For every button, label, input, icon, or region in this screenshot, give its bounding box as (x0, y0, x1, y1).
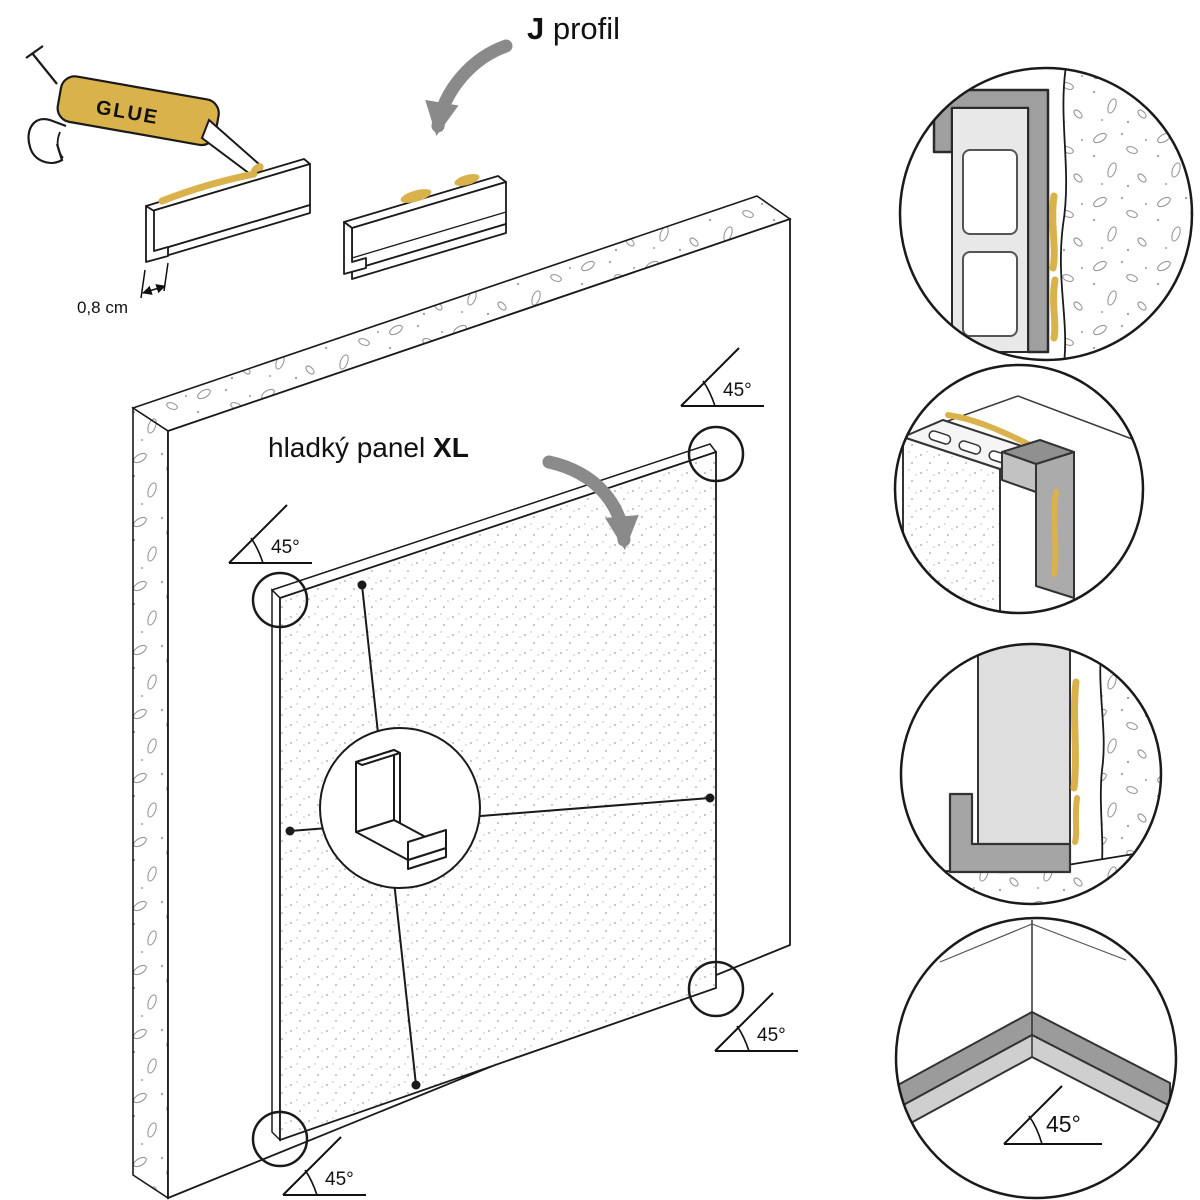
panel-label-bold: XL (433, 432, 469, 463)
corner-circle-bottom-left (251, 1110, 309, 1168)
glue-bead (945, 412, 1033, 448)
corner-circle-top-right (687, 425, 745, 483)
j-profile-glued (145, 158, 311, 263)
detail-edge-profile (896, 366, 1142, 612)
gun-plunger-rod (31, 52, 58, 85)
panel-arrow (542, 455, 639, 551)
detail-bottom-profile (902, 645, 1160, 903)
wall-texture (1060, 69, 1191, 359)
glue-streak (1072, 795, 1080, 845)
angle-label-miter: 45° (1046, 1111, 1081, 1137)
panel-label: hladký panel XL (268, 432, 469, 464)
angle-marker-bottom-right: 45° (714, 992, 798, 1052)
angle-label-bottom-left: 45° (325, 1169, 354, 1190)
panel-front-face (279, 450, 717, 1142)
sample-end-cap (343, 221, 367, 275)
detail-circle-4 (894, 916, 1178, 1200)
glue-streak (1051, 489, 1059, 577)
bracket-detail-circle (319, 727, 481, 889)
panel-cell (962, 251, 1018, 337)
angle-marker-bottom-left: 45° (282, 1136, 366, 1196)
panel-label-text: hladký panel (268, 432, 434, 463)
j-profil-title: J profil (527, 11, 621, 46)
gun-trigger (56, 131, 64, 159)
glue-dot (400, 189, 432, 203)
panel-edge-line (939, 923, 1127, 963)
title-rest: profil (544, 11, 621, 46)
title-arrow (425, 39, 513, 137)
detail-circle-2 (893, 363, 1145, 615)
detail-miter-corner: 45° (897, 919, 1175, 1197)
panel-slab (977, 645, 1071, 845)
j-profile-cross-section (948, 792, 1072, 874)
detail-circle-1 (898, 66, 1194, 362)
seam-dot (285, 826, 295, 836)
angle-marker-top-left: 45° (228, 504, 312, 564)
seam-dot (705, 793, 715, 803)
glue-cartridge (56, 75, 220, 147)
glue-streak (1070, 678, 1080, 792)
panel-cell (962, 149, 1018, 235)
gun-rod-handle (25, 45, 44, 59)
seam-dot (357, 580, 367, 590)
j-profile-sample (343, 174, 507, 280)
corner-circle-top-left (251, 571, 309, 629)
detail-circle-3 (899, 642, 1163, 906)
title-bold: J (527, 11, 545, 46)
gun-handle (27, 117, 67, 164)
glue-gun-illustration: GLUE (25, 45, 264, 177)
angle-label-top-right: 45° (723, 380, 752, 401)
angle-label-top-left: 45° (271, 537, 300, 558)
dimension-annotation: 0,8 cm (77, 262, 169, 317)
dimension-label: 0,8 cm (77, 298, 128, 317)
gun-nozzle (200, 118, 262, 176)
profile-end-cap (145, 205, 169, 263)
glue-streak (1050, 276, 1059, 342)
panel-top-slot (958, 440, 982, 455)
angle-marker-miter: 45° (1003, 1085, 1102, 1145)
wall-texture (1098, 645, 1160, 883)
panel-top-slot (928, 430, 952, 445)
wall-left-face (132, 406, 169, 1200)
seam-dot (411, 1080, 421, 1090)
glue-bead (158, 170, 258, 205)
glue-dot (454, 174, 480, 186)
panel-left-edge (271, 588, 281, 1142)
j-bracket-drawing (355, 749, 447, 870)
panel-illustration (270, 443, 718, 1142)
detail-top-fixing (901, 69, 1191, 359)
angle-marker-top-right: 45° (680, 347, 764, 407)
corner-circle-bottom-right (687, 960, 745, 1018)
angle-label-bottom-right: 45° (757, 1025, 786, 1046)
glue-streak (1049, 192, 1058, 272)
dimension-arrows (142, 284, 166, 295)
